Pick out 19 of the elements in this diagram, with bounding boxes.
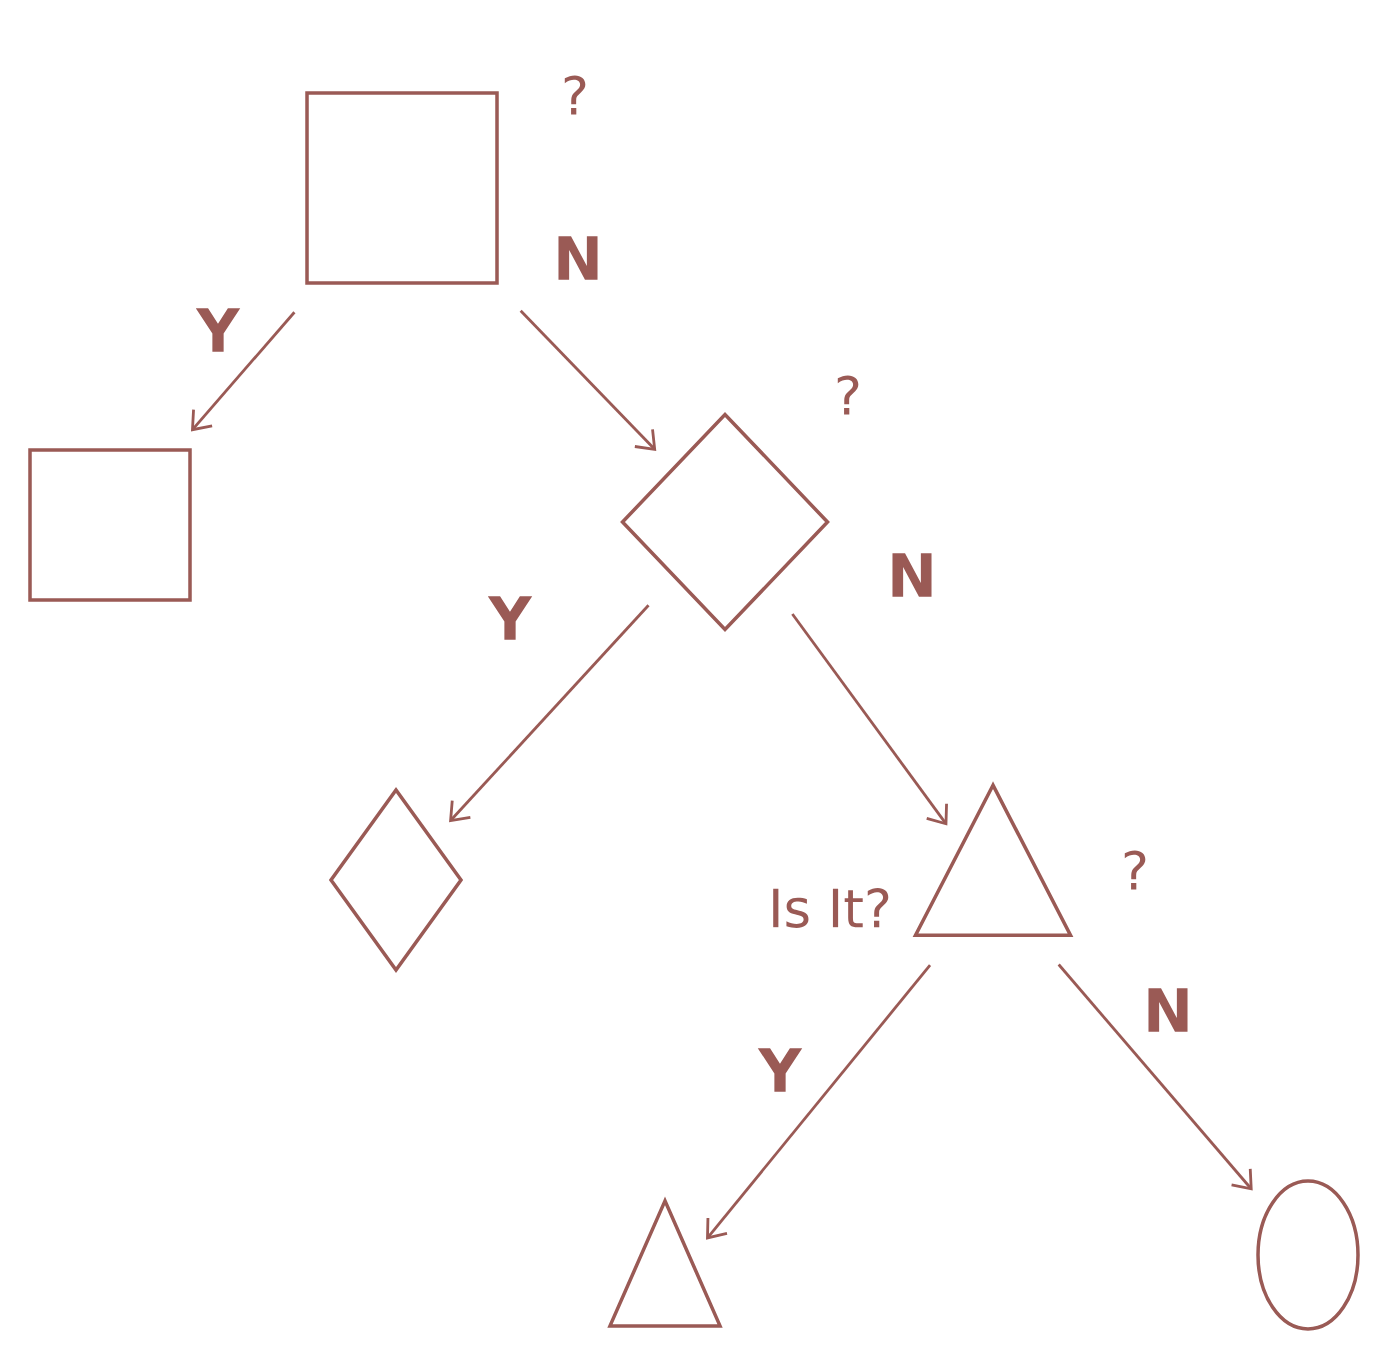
edge-label: N (1148, 988, 1188, 1032)
arrow (519, 309, 657, 451)
arrow (706, 964, 932, 1240)
square-shape (305, 91, 499, 285)
edge-label: Y (195, 308, 241, 352)
edge-label: Y (487, 596, 533, 640)
arrow (190, 311, 296, 432)
side-note: Is It? (773, 888, 889, 928)
arrow (791, 613, 948, 826)
arrow (449, 604, 650, 823)
circle-shape (1256, 1179, 1360, 1331)
edge-label: N (892, 553, 932, 597)
side-note: ? (1124, 850, 1146, 890)
side-note: ? (564, 75, 586, 115)
square-shape (28, 448, 192, 602)
edge-label: N (558, 236, 598, 280)
arrow (1057, 963, 1253, 1191)
edge-label: Y (757, 1048, 803, 1092)
side-note: ? (837, 375, 859, 415)
